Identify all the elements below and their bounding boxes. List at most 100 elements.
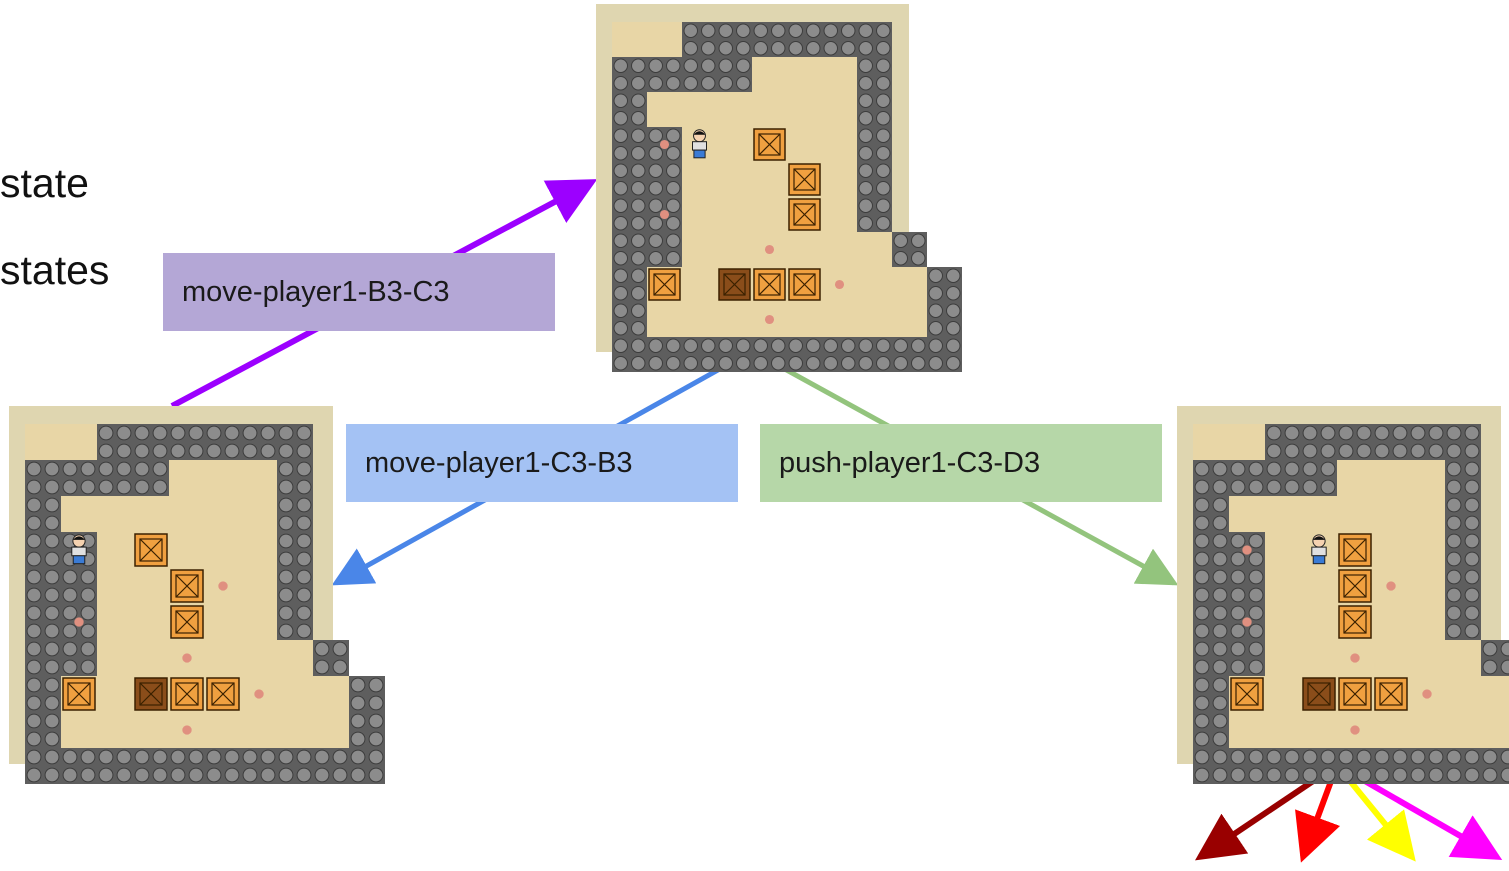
goal-dot xyxy=(1422,689,1432,699)
crate xyxy=(788,198,821,231)
wall-tile xyxy=(133,424,169,460)
floor-tile xyxy=(1445,676,1481,712)
player-sprite xyxy=(692,129,707,159)
goal-dot xyxy=(182,725,192,735)
wall-tile xyxy=(1481,640,1509,676)
floor-tile xyxy=(682,92,717,127)
crate xyxy=(1338,569,1372,603)
crate xyxy=(788,268,821,301)
wall-tile xyxy=(752,337,787,372)
floor-tile xyxy=(647,22,682,57)
wall-tile xyxy=(612,337,647,372)
wall-tile xyxy=(1193,676,1229,712)
wall-tile xyxy=(97,424,133,460)
floor-tile xyxy=(1229,712,1265,748)
goal-dot xyxy=(254,689,264,699)
wall-tile xyxy=(1193,748,1229,784)
wall-tile xyxy=(1193,640,1229,676)
crate xyxy=(753,268,786,301)
wall-tile xyxy=(61,460,97,496)
floor-tile xyxy=(822,127,857,162)
floor-tile xyxy=(1409,568,1445,604)
crate xyxy=(170,569,204,603)
wall-tile xyxy=(1445,424,1481,460)
floor-tile xyxy=(857,232,892,267)
floor-tile xyxy=(241,532,277,568)
crate-on-goal xyxy=(718,268,751,301)
floor-tile xyxy=(1265,640,1301,676)
floor-tile xyxy=(1409,604,1445,640)
wall-tile xyxy=(1193,460,1229,496)
goal-dot xyxy=(659,139,670,150)
wall-tile xyxy=(25,748,61,784)
wall-tile xyxy=(25,532,61,568)
wall-tile xyxy=(752,22,787,57)
wall-tile xyxy=(717,57,752,92)
floor-tile xyxy=(752,92,787,127)
crate xyxy=(170,605,204,639)
wall-tile xyxy=(647,162,682,197)
wall-tile xyxy=(1481,748,1509,784)
floor-tile xyxy=(97,640,133,676)
wall-tile xyxy=(313,640,349,676)
wall-tile xyxy=(349,712,385,748)
floor-tile xyxy=(892,302,927,337)
floor-tile xyxy=(1373,460,1409,496)
floor-tile xyxy=(1373,496,1409,532)
floor-tile xyxy=(205,712,241,748)
wall-tile xyxy=(25,460,61,496)
goal-dot xyxy=(1242,545,1252,555)
state-board-right xyxy=(1177,406,1509,784)
wall-tile xyxy=(1445,748,1481,784)
floor-tile xyxy=(1193,424,1229,460)
wall-tile xyxy=(97,460,133,496)
sokoban-grid xyxy=(612,22,962,372)
floor-tile xyxy=(205,604,241,640)
floor-tile xyxy=(682,162,717,197)
floor-tile xyxy=(61,712,97,748)
wall-tile xyxy=(241,748,277,784)
floor-tile xyxy=(717,162,752,197)
wall-tile xyxy=(1265,460,1301,496)
wall-tile xyxy=(612,92,647,127)
wall-tile xyxy=(612,267,647,302)
wall-tile xyxy=(682,337,717,372)
floor-tile xyxy=(857,302,892,337)
wall-tile xyxy=(1445,460,1481,496)
wall-tile xyxy=(205,748,241,784)
wall-tile xyxy=(25,640,61,676)
wall-tile xyxy=(612,232,647,267)
wall-tile xyxy=(717,337,752,372)
floor-tile xyxy=(205,532,241,568)
floor-tile xyxy=(1265,604,1301,640)
floor-tile xyxy=(647,302,682,337)
wall-tile xyxy=(1193,712,1229,748)
goal-dot xyxy=(1350,653,1360,663)
floor-tile xyxy=(1409,460,1445,496)
floor-tile xyxy=(1229,424,1265,460)
goal-dot xyxy=(764,314,775,325)
floor-tile xyxy=(169,532,205,568)
floor-tile xyxy=(1445,712,1481,748)
floor-tile xyxy=(1445,640,1481,676)
wall-tile xyxy=(133,460,169,496)
floor-tile xyxy=(205,496,241,532)
floor-tile xyxy=(1373,532,1409,568)
wall-tile xyxy=(1265,424,1301,460)
floor-tile xyxy=(1229,496,1265,532)
floor-tile xyxy=(1301,640,1337,676)
floor-tile xyxy=(752,57,787,92)
floor-tile xyxy=(1301,568,1337,604)
wall-tile xyxy=(822,22,857,57)
floor-tile xyxy=(241,568,277,604)
crate xyxy=(1230,677,1264,711)
wall-tile xyxy=(717,22,752,57)
goal-dot xyxy=(218,581,228,591)
wall-tile xyxy=(892,337,927,372)
floor-tile xyxy=(717,197,752,232)
floor-tile xyxy=(752,197,787,232)
wall-tile xyxy=(927,302,962,337)
floor-tile xyxy=(133,712,169,748)
edge-label-move-c3-b3: move-player1-C3-B3 xyxy=(346,424,738,502)
floor-tile xyxy=(1265,496,1301,532)
